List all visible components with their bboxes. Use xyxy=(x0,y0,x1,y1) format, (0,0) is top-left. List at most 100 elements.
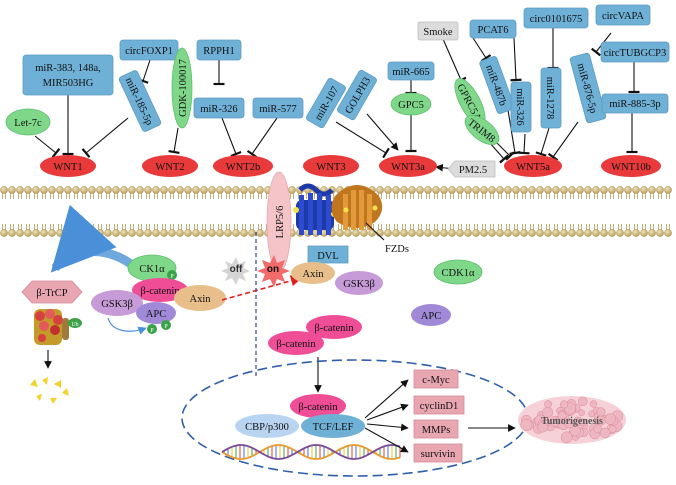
wnt2-label: WNT2 xyxy=(155,162,184,173)
target-cyclind1-label: cyclinD1 xyxy=(420,401,459,412)
mir487b-node xyxy=(479,56,515,114)
apc-label: APC xyxy=(146,309,166,320)
mir885-label: miR-885-3p xyxy=(609,99,660,110)
mir577-node xyxy=(252,97,304,119)
mir185-group: miR-185-5p xyxy=(118,70,162,132)
gsk-node xyxy=(91,290,143,316)
nuclear-bcat-node xyxy=(290,394,346,418)
pm25-node xyxy=(447,160,496,178)
wnt1 xyxy=(40,155,96,177)
off-star-icon xyxy=(221,257,250,285)
wnt-ligands: WNT1 WNT2 WNT2b WNT3 WNT3a WNT5a WNT10b xyxy=(40,155,661,177)
axin2-label: Axin xyxy=(303,269,325,280)
fzd-receptor-orange xyxy=(331,185,383,230)
wnt5a-label: WNT5a xyxy=(516,162,550,173)
mir577-label: miR-577 xyxy=(259,104,296,115)
regulators: Let-7c miR-383, 148a, MIR503HG circFOXP1… xyxy=(5,4,670,178)
wnt3 xyxy=(303,155,359,177)
tumorigenesis-label: Tumorigenesis xyxy=(541,416,603,427)
mir326b-node xyxy=(510,81,532,133)
wnt3a xyxy=(379,155,437,177)
gpc5-node xyxy=(390,92,432,116)
mir185-node xyxy=(118,70,162,132)
sequestered-complex: Axin GSK3β xyxy=(291,262,383,295)
dvl-node xyxy=(307,245,349,264)
nuclear-bcat-label: β-catenin xyxy=(298,402,338,413)
wnt2b-label: WNT2b xyxy=(226,162,260,173)
mir1278-group: miR-1278 xyxy=(540,67,562,129)
wnt1-label: WNT1 xyxy=(53,162,82,173)
mir885-node xyxy=(601,93,669,114)
lrp-label: LRP5/6 xyxy=(275,206,286,239)
mir665-node xyxy=(387,61,435,81)
axin-label: Axin xyxy=(190,294,212,305)
target-cyclind1 xyxy=(413,395,465,415)
cbp-label: CBP/p300 xyxy=(245,422,289,433)
mir107-node xyxy=(306,77,346,129)
phospho-3 xyxy=(147,324,157,334)
bcat-a-node xyxy=(306,315,362,339)
phospho-2 xyxy=(161,320,171,330)
ubiquitin-arrow xyxy=(50,204,139,273)
gsk2-node xyxy=(335,271,383,295)
bcat-complex-node xyxy=(132,278,188,302)
pm25-label: PM2.5 xyxy=(459,165,487,176)
apc2-node xyxy=(411,304,451,326)
mir487b-group: miR-487b xyxy=(479,56,515,114)
wnt2 xyxy=(142,155,198,177)
gsk2-label: GSK3β xyxy=(343,279,375,290)
tcf-label: TCF/LEF xyxy=(313,422,354,433)
ub-label: Ub xyxy=(71,322,78,328)
circvapa-label: circVAPA xyxy=(602,11,644,22)
wnt10b-label: WNT10b xyxy=(611,162,651,173)
off-label: off xyxy=(230,264,243,275)
apc2-label: APC xyxy=(421,311,441,322)
mir876-group: miR-876-5p xyxy=(569,52,607,124)
phospho-2-label: P xyxy=(164,324,168,330)
circvapa-node xyxy=(595,4,651,26)
cbp-node xyxy=(235,414,299,438)
rpph1-node xyxy=(196,39,242,61)
fzd-receptor-blue xyxy=(293,183,337,235)
destruction-complex: β-TrCP Ub CK1α P xyxy=(21,204,303,404)
mir326a-label: miR-326 xyxy=(200,104,237,115)
gdk-group: GDK-100017 xyxy=(171,47,193,129)
golph3-node xyxy=(337,69,377,121)
bcat-a-label: β-catenin xyxy=(314,323,354,334)
wnt5a xyxy=(504,155,562,177)
wnt3a-label: WNT3a xyxy=(391,162,425,173)
circ0101675-node xyxy=(523,7,589,29)
circ0101675-label: circ0101675 xyxy=(530,14,583,25)
target-survivin-label: survivin xyxy=(421,449,456,460)
target-cmyc-label: c-Myc xyxy=(422,375,450,386)
mir326b-label: miR-326 xyxy=(514,88,525,125)
bcat-b-node xyxy=(268,331,324,355)
cdk1a-label: CDK1α xyxy=(442,268,475,279)
circtubgcp3-label: circTUBGCP3 xyxy=(604,48,666,59)
degraded-fragments-icon xyxy=(30,377,69,404)
mir107-group: miR-107 xyxy=(306,77,346,129)
cdk1a-node xyxy=(433,259,483,285)
pcat6-label: PCAT6 xyxy=(478,25,509,36)
mir876-node xyxy=(569,52,607,124)
phospho-1-label: P xyxy=(170,274,174,280)
ck1a-label: CK1α xyxy=(139,264,165,275)
receptor-complex: LRP5/6 FZDs DVL xyxy=(266,171,409,273)
rpph1-label: RPPH1 xyxy=(203,46,235,57)
on-star-icon xyxy=(257,255,290,287)
btrcp-label: β-TrCP xyxy=(36,288,67,299)
gdk-node xyxy=(171,47,193,129)
circfoxp1-node xyxy=(119,39,179,61)
phospho-3-label: P xyxy=(150,328,154,334)
bcat-complex-label: β-catenin xyxy=(140,286,180,297)
dna-helix-icon xyxy=(221,444,401,460)
tumor-cluster-icon xyxy=(518,396,626,444)
gpc5-label: GPC5 xyxy=(398,100,424,111)
smoke-label: Smoke xyxy=(423,27,453,38)
target-mmps xyxy=(413,419,459,439)
fzds-label: FZDs xyxy=(385,244,409,255)
mir1278-label: miR-1278 xyxy=(544,77,555,120)
on-label: on xyxy=(267,264,279,275)
let7c-node xyxy=(5,108,51,136)
